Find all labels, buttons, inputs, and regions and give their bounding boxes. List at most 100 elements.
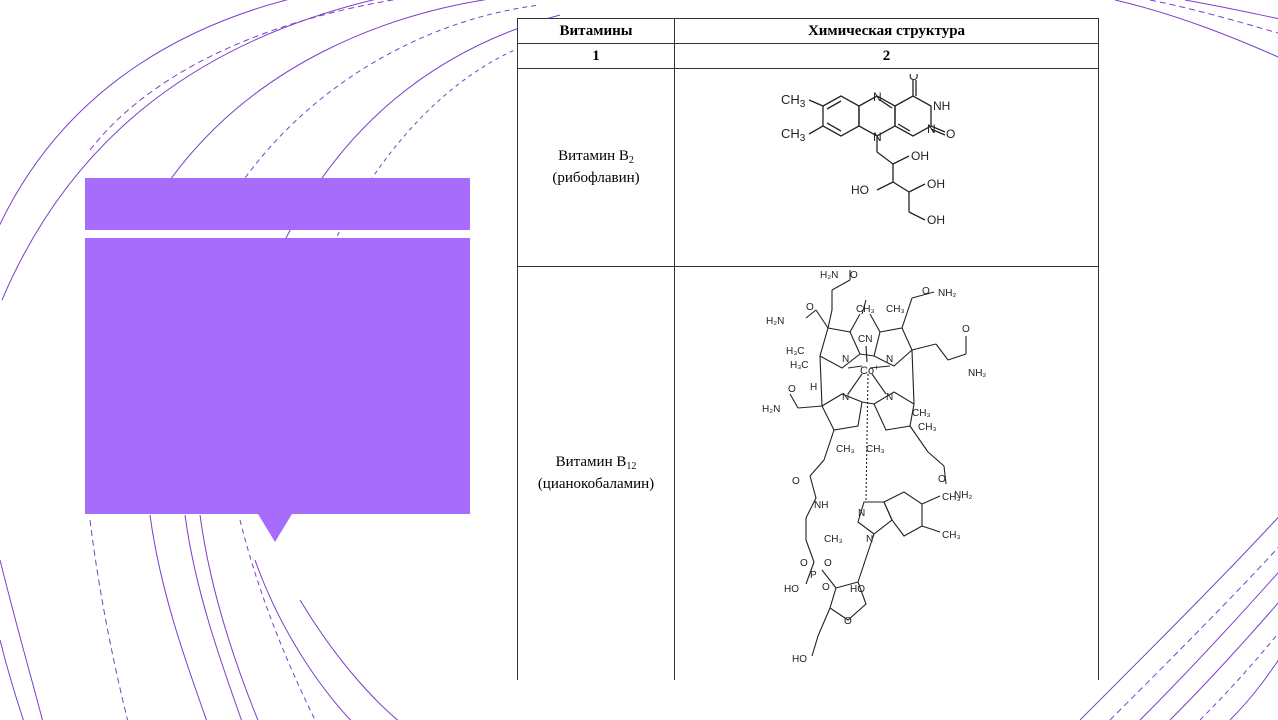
svg-text:H₃C: H₃C <box>790 360 809 371</box>
svg-text:CN: CN <box>858 334 872 345</box>
svg-text:HO: HO <box>784 584 799 595</box>
vitamin-alt-name: (цианокобаламин) <box>537 476 655 493</box>
column-number-2: 2 <box>674 43 1099 70</box>
svg-text:O: O <box>806 302 814 313</box>
svg-text:OH: OH <box>911 149 929 163</box>
svg-text:HO: HO <box>792 654 807 665</box>
svg-text:N: N <box>886 392 893 403</box>
svg-text:H₃C: H₃C <box>786 346 805 357</box>
svg-text:NH: NH <box>933 99 950 113</box>
vitamin-name: Витамин B <box>558 148 629 165</box>
svg-text:O: O <box>946 127 955 141</box>
table-number-row: 1 2 <box>517 43 1099 70</box>
svg-text:O: O <box>909 74 918 83</box>
svg-text:O: O <box>938 474 946 485</box>
vitamin-table: Витамины Химическая структура 1 2 Витами… <box>517 17 1099 680</box>
svg-text:OH: OH <box>927 177 945 191</box>
arc-right-top-2 <box>1149 0 1278 34</box>
arc-right-top-1 <box>1114 0 1278 58</box>
svg-text:P: P <box>810 570 817 581</box>
table-header-row: Витамины Химическая структура <box>517 17 1099 45</box>
svg-text:CH₃: CH₃ <box>866 444 885 455</box>
svg-text:OH: OH <box>927 213 945 227</box>
arc-bottom-7 <box>254 559 352 720</box>
svg-text:NH: NH <box>814 500 828 511</box>
structure-cell: H₂N O H₂N O O NH₂ O NH₂ CH₃ CH₃ H₃C H₃C … <box>674 265 1099 680</box>
svg-text:H₂N: H₂N <box>762 404 780 415</box>
column-number-1: 1 <box>517 43 675 70</box>
svg-text:NH₂: NH₂ <box>968 368 986 379</box>
vitamin-name: Витамин B <box>555 454 627 471</box>
header-vitamins: Витамины <box>517 17 675 45</box>
svg-text:N: N <box>873 90 882 104</box>
arc-bottom-6 <box>239 519 316 720</box>
vitamin-name-cell: Витамин B12 (цианокобаламин) <box>517 265 675 680</box>
svg-text:Co+: Co+ <box>860 363 879 377</box>
svg-text:CH₃: CH₃ <box>886 304 905 315</box>
vitamin-name-cell: Витамин B2 (рибофлавин) <box>517 68 675 267</box>
svg-text:CH₃: CH₃ <box>918 422 937 433</box>
svg-text:H₂N: H₂N <box>766 316 784 327</box>
svg-text:O: O <box>844 616 852 627</box>
svg-text:N: N <box>842 392 849 403</box>
svg-text:O: O <box>850 270 858 281</box>
svg-text:N: N <box>873 130 882 144</box>
arc-right-bottom-4 <box>1169 602 1278 720</box>
svg-text:O: O <box>922 286 930 297</box>
slide-text-placeholder[interactable] <box>85 238 470 514</box>
cyanocobalamin-structure: H₂N O H₂N O O NH₂ O NH₂ CH₃ CH₃ H₃C H₃C … <box>762 270 986 665</box>
svg-text:N: N <box>858 508 865 519</box>
vitamin-name-subscript: 2 <box>628 155 634 167</box>
structure-cell: CH3 CH3 N N N NH O O OH HO OH OH <box>674 68 1099 267</box>
svg-text:CH₃: CH₃ <box>912 408 931 419</box>
svg-text:O: O <box>824 558 832 569</box>
svg-text:NH₂: NH₂ <box>938 288 956 299</box>
arc-right-bottom-5 <box>1199 632 1278 720</box>
svg-text:NH₂: NH₂ <box>954 490 972 501</box>
svg-text:H: H <box>810 382 817 393</box>
arc-bottom-1 <box>0 559 43 720</box>
arc-right-bottom-6 <box>1229 659 1278 720</box>
svg-text:CH₃: CH₃ <box>942 530 961 541</box>
arc-right-bottom-2 <box>1109 546 1278 720</box>
vitamin-name-subscript: 12 <box>626 461 637 473</box>
svg-text:O: O <box>822 582 830 593</box>
arc-left-1 <box>0 0 289 226</box>
arc-bottom-4 <box>184 514 242 720</box>
svg-text:N: N <box>866 534 873 545</box>
riboflavin-structure: CH3 CH3 N N N NH O O OH HO OH OH <box>781 74 955 227</box>
arc-left-5 <box>229 4 541 201</box>
svg-text:CH₃: CH₃ <box>942 492 961 503</box>
svg-text:O: O <box>962 324 970 335</box>
arc-bottom-5 <box>199 514 259 720</box>
callout-pointer <box>258 514 292 542</box>
svg-text:O: O <box>792 476 800 487</box>
table-row: Витамин B2 (рибофлавин) <box>517 68 1099 267</box>
arc-bottom-3 <box>149 514 207 720</box>
svg-text:N: N <box>842 354 849 365</box>
table-row: Витамин B12 (цианокобаламин) <box>517 265 1099 680</box>
arc-left-2 <box>1 0 376 301</box>
arc-bottom-8 <box>299 599 399 720</box>
svg-text:HO: HO <box>850 584 865 595</box>
header-structure: Химическая структура <box>674 17 1099 45</box>
vitamin-alt-name: (рибофлавин) <box>552 170 640 187</box>
svg-text:O: O <box>800 558 808 569</box>
svg-text:H₂N: H₂N <box>820 270 838 281</box>
arc-left-3 <box>89 0 396 151</box>
svg-text:CH3: CH3 <box>781 92 806 110</box>
slide-title-placeholder[interactable] <box>85 178 470 230</box>
svg-text:CH₃: CH₃ <box>824 534 843 545</box>
arc-bottom-2 <box>89 519 129 720</box>
arc-right-bottom-1 <box>1079 516 1278 720</box>
svg-text:CH₃: CH₃ <box>856 304 875 315</box>
svg-text:CH3: CH3 <box>781 126 806 144</box>
arc-left-4 <box>169 0 487 181</box>
svg-text:N: N <box>927 122 936 136</box>
arc-right-bottom-3 <box>1139 572 1278 720</box>
svg-text:O: O <box>788 384 796 395</box>
svg-text:CH₃: CH₃ <box>836 444 855 455</box>
arc-left-edge <box>0 639 24 720</box>
svg-text:HO: HO <box>851 183 869 197</box>
